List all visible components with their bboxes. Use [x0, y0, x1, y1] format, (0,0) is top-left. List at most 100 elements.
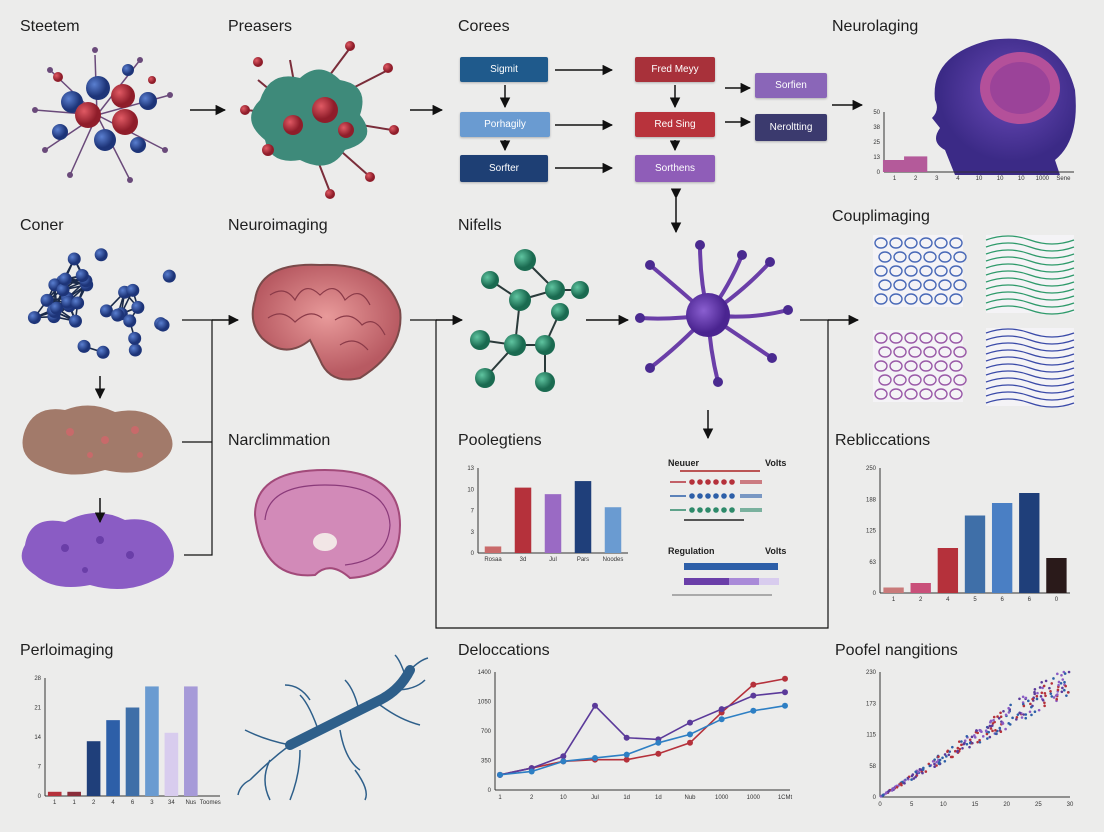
cell-brown-illustration	[22, 405, 173, 475]
y-tick-label: 7	[38, 765, 42, 771]
y-tick-label: 58	[869, 764, 876, 770]
scatter-point	[981, 735, 985, 738]
flow-box-neroltting: Neroltting	[755, 114, 827, 141]
scatter-point	[914, 770, 918, 774]
y-tick-label: 250	[866, 466, 877, 472]
flow-box-fred-meyy: Fred Meyy	[635, 57, 715, 82]
y-tick-label: 3	[471, 530, 475, 536]
scatter-point	[1042, 684, 1046, 688]
flow-box-sigmit: Sigmit	[460, 57, 548, 82]
scatter-point	[941, 756, 944, 760]
scatter-point	[1008, 723, 1012, 726]
title-perloimaging: Perloimaging	[20, 642, 114, 659]
x-tick-label: Noodes	[603, 557, 624, 563]
scatter-point	[986, 726, 990, 729]
series-point	[623, 756, 630, 763]
x-tick-label: 15	[972, 802, 979, 808]
scatter-point	[1007, 711, 1011, 714]
x-tick-label: Toomes	[200, 800, 221, 806]
bar-2	[544, 494, 562, 553]
scatter-point	[945, 755, 948, 758]
flow-box-sorthens: Sorthens	[635, 155, 715, 182]
scatter-point	[885, 791, 888, 794]
y-tick-label: 50	[873, 110, 880, 116]
scatter-point	[946, 750, 949, 753]
scatter-point	[1030, 713, 1033, 717]
pattern-tile-purple-cells	[873, 330, 967, 402]
y-tick-label: 7	[471, 509, 475, 515]
cell-purple-illustration	[21, 512, 174, 589]
scatter-point	[1044, 679, 1048, 683]
series-point	[623, 734, 630, 741]
scatter-point	[1001, 722, 1004, 725]
scatter-point	[892, 787, 896, 790]
scatter-point	[1016, 713, 1020, 716]
scatter-point	[914, 775, 917, 779]
scatter-point	[1024, 716, 1028, 720]
scatter-point	[928, 764, 932, 768]
title-corees: Corees	[458, 18, 510, 35]
scatter-point	[1033, 688, 1037, 691]
scatter-point	[1043, 691, 1047, 695]
bar-2	[937, 548, 959, 593]
y-tick-label: 0	[471, 551, 475, 557]
title-steetem: Steetem	[20, 18, 80, 35]
scatter-point	[903, 782, 906, 785]
bar-4	[125, 707, 140, 796]
x-tick-label: 10	[560, 795, 567, 801]
x-tick-label: 3d	[520, 557, 527, 563]
scatter-point	[917, 770, 920, 774]
scatter-point	[975, 729, 978, 732]
bar-1	[910, 583, 931, 593]
scatter-point	[1027, 699, 1030, 703]
scatter-point	[1050, 682, 1054, 685]
x-tick-label: 1d	[623, 795, 630, 801]
brain-slice-illustration	[253, 468, 402, 580]
scatter-point	[1060, 690, 1064, 694]
pattern-tile-blue-waves	[985, 328, 1075, 408]
scatter-point	[956, 746, 960, 750]
series-point	[718, 716, 725, 723]
x-tick-label: 3	[935, 176, 939, 182]
scatter-point	[1018, 711, 1022, 715]
bar-6	[164, 732, 179, 796]
scatter-point	[1049, 692, 1053, 695]
scatter-point	[996, 715, 999, 718]
scatter-point	[978, 738, 981, 742]
scatter-point	[988, 735, 992, 739]
series-point	[782, 675, 788, 682]
x-tick-label: 3	[150, 800, 154, 806]
scatter-point	[984, 729, 988, 733]
x-tick-label: 10	[940, 802, 947, 808]
x-tick-label: 6	[1000, 597, 1004, 603]
scatter-point	[1038, 686, 1042, 689]
x-tick-label: 34	[168, 800, 175, 806]
x-tick-label: 4	[956, 176, 960, 182]
scatter-point	[1037, 708, 1041, 712]
y-tick-label: 125	[866, 529, 877, 535]
scatter-point	[1050, 695, 1054, 698]
scatter-point	[1024, 713, 1028, 716]
purple-neuron-illustration	[635, 240, 793, 387]
scatter-point	[1043, 701, 1046, 705]
scatter-point	[986, 737, 989, 740]
mini-legend-header2-right: Volts	[765, 546, 786, 556]
scatter-point	[1063, 672, 1067, 675]
scatter-point	[1030, 705, 1033, 709]
scatter-point	[931, 760, 935, 763]
scatter-point	[998, 726, 1002, 730]
title-coner: Coner	[20, 217, 64, 234]
title-narclimmation: Narclimmation	[228, 432, 331, 449]
bar-7	[184, 686, 198, 796]
scatter-point	[968, 738, 972, 742]
x-tick-label: 1000	[747, 795, 761, 801]
flow-box-sorfien: Sorfien	[755, 73, 827, 98]
scatter-point	[1041, 686, 1044, 690]
cell-blob-green-illustration	[240, 41, 399, 199]
y-tick-label: 14	[34, 735, 41, 741]
series-point	[655, 750, 662, 757]
